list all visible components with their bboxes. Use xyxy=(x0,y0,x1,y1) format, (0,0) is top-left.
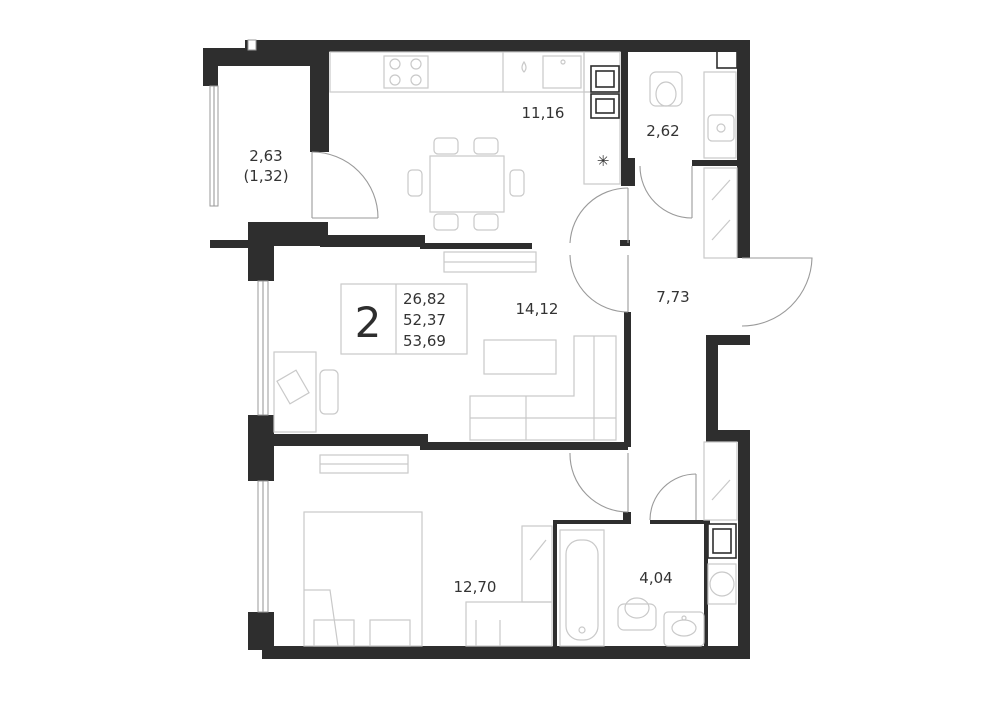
hall-area: 7,73 xyxy=(656,288,689,306)
doors xyxy=(311,151,813,521)
area-living: 26,82 xyxy=(403,290,446,308)
kitchen-area: 11,16 xyxy=(522,104,565,122)
balcony-area: 2,63 xyxy=(249,147,282,165)
walls xyxy=(203,40,750,659)
svg-text:✳: ✳ xyxy=(597,152,610,170)
area-total: 52,37 xyxy=(403,311,446,329)
bathroom-furniture xyxy=(559,523,737,647)
living-area: 14,12 xyxy=(516,300,559,318)
bedroom-area: 12,70 xyxy=(454,578,497,596)
living-furniture xyxy=(273,251,617,441)
hall-furniture xyxy=(703,167,738,521)
balcony-reduced-area: (1,32) xyxy=(243,167,288,185)
bathroom-area: 4,04 xyxy=(639,569,672,587)
wc-furniture xyxy=(590,65,737,159)
bedroom-furniture xyxy=(303,454,553,647)
area-total-with-balcony: 53,69 xyxy=(403,332,446,350)
apartment-info: 2 26,82 52,37 53,69 xyxy=(340,283,468,355)
kitchen-furniture: ✳ xyxy=(329,51,621,231)
room-count: 2 xyxy=(355,298,382,347)
room-labels: 2,63 (1,32) 11,16 2,62 14,12 7,73 12,70 … xyxy=(243,104,689,596)
wc-area: 2,62 xyxy=(646,122,679,140)
windows xyxy=(209,39,269,613)
